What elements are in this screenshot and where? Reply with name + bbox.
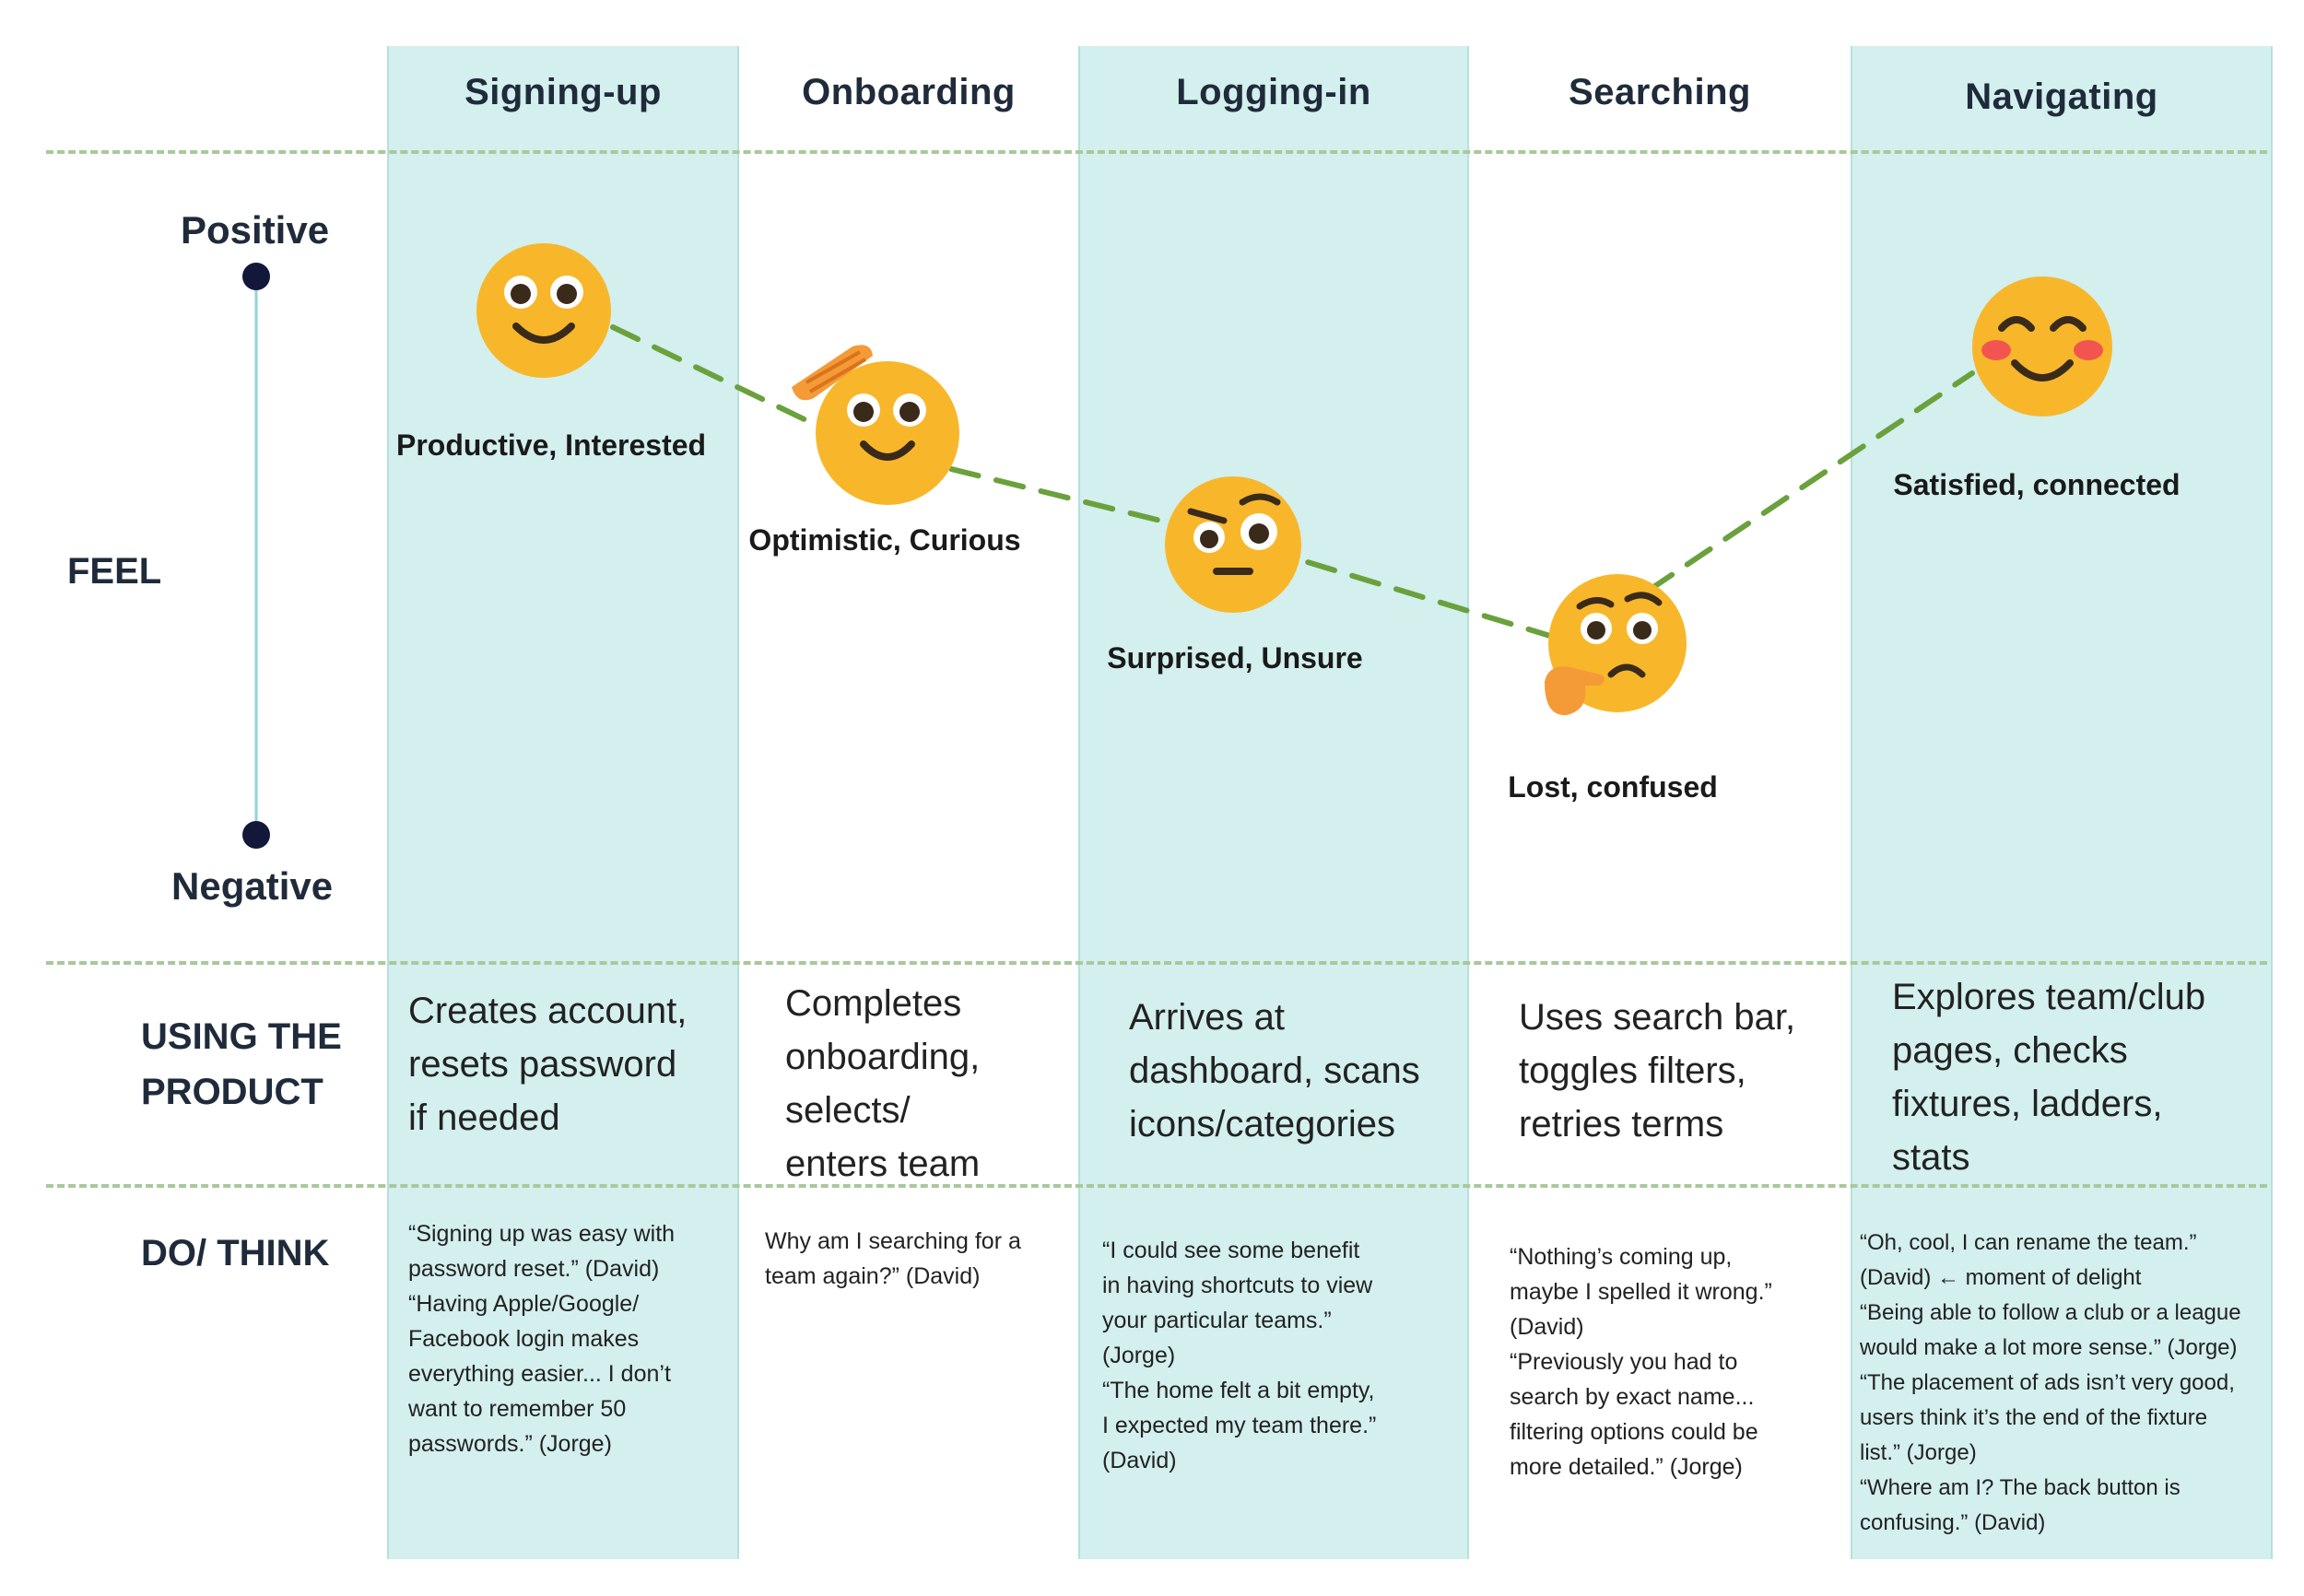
journey-line <box>610 324 1975 646</box>
header-divider <box>46 150 2267 154</box>
row-label-do-think: DO/ THINK <box>141 1233 330 1273</box>
blushing-face-icon <box>1972 276 2112 417</box>
emotion-label-onboarding: Optimistic, Curious <box>748 523 1021 557</box>
stage-title-onboarding: Onboarding <box>802 72 1016 112</box>
axis-positive-label: Positive <box>181 208 330 252</box>
emotion-label-searching: Lost, confused <box>1508 770 1718 804</box>
axis-negative-dot <box>242 821 270 849</box>
stage-title-signing-up: Signing-up <box>464 72 662 112</box>
action-searching: Uses search bar,toggles filters,retries … <box>1519 997 1796 1144</box>
quote-searching: “Nothing’s coming up,maybe I spelled it … <box>1510 1244 1772 1480</box>
smiling-face-icon <box>476 243 611 378</box>
row-label-feel: FEEL <box>67 551 162 592</box>
quote-navigating: “Oh, cool, I can rename the team.”(David… <box>1860 1230 2241 1535</box>
column-bg-logging-in <box>1078 46 1469 1559</box>
emotion-label-navigating: Satisfied, connected <box>1893 468 2181 501</box>
thinking-face-icon <box>1545 574 1687 716</box>
feel-divider <box>46 961 2267 965</box>
stage-title-searching: Searching <box>1569 72 1751 112</box>
row-label-using-line-2: PRODUCT <box>141 1072 323 1112</box>
emotion-label-signing-up: Productive, Interested <box>396 428 707 462</box>
raised-eyebrow-face-icon <box>1165 476 1301 613</box>
emotion-label-logging-in: Surprised, Unsure <box>1107 641 1363 675</box>
stage-title-navigating: Navigating <box>1965 76 2158 117</box>
stage-title-logging-in: Logging-in <box>1176 72 1371 112</box>
saluting-face-icon <box>792 345 959 505</box>
row-label-using-line-1: USING THE <box>141 1016 342 1057</box>
axis-positive-dot <box>242 263 270 290</box>
axis-negative-label: Negative <box>171 864 334 908</box>
using-divider <box>46 1184 2267 1188</box>
